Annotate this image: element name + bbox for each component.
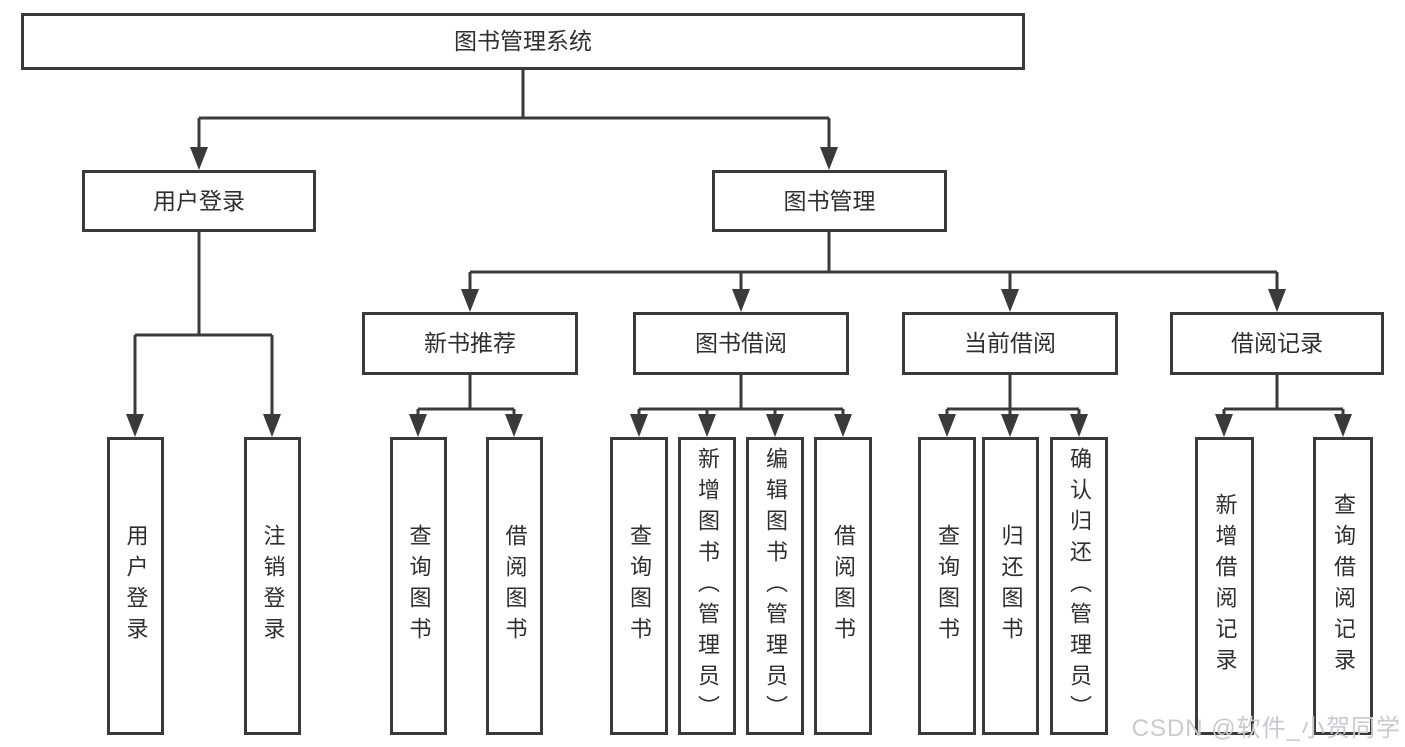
node-user-login: 用户登录 <box>82 170 316 232</box>
leaf-recommend-borrow-books: 借阅图书 <box>486 437 543 735</box>
node-borrow-records: 借阅记录 <box>1170 312 1384 375</box>
leaf-borrow-edit-books-admin: 编辑图书（管理员） <box>746 437 804 735</box>
leaf-user-login: 用户登录 <box>107 437 164 735</box>
node-current-borrow: 当前借阅 <box>902 312 1118 375</box>
leaf-recommend-query-books: 查询图书 <box>390 437 447 735</box>
leaf-records-query-record: 查询借阅记录 <box>1313 437 1373 735</box>
leaf-current-confirm-return-admin: 确认归还（管理员） <box>1050 437 1108 735</box>
node-book-borrow: 图书借阅 <box>633 312 849 375</box>
node-book-manage: 图书管理 <box>712 170 947 232</box>
leaf-borrow-add-books-admin: 新增图书（管理员） <box>678 437 736 735</box>
leaf-borrow-query-books: 查询图书 <box>610 437 668 735</box>
leaf-current-return-books: 归还图书 <box>982 437 1039 735</box>
leaf-current-query-books: 查询图书 <box>918 437 976 735</box>
leaf-borrow-borrow-books: 借阅图书 <box>814 437 872 735</box>
node-root: 图书管理系统 <box>21 13 1025 70</box>
node-new-book-recommend: 新书推荐 <box>362 312 578 375</box>
leaf-records-add-record: 新增借阅记录 <box>1195 437 1254 735</box>
leaf-logout: 注销登录 <box>244 437 301 735</box>
